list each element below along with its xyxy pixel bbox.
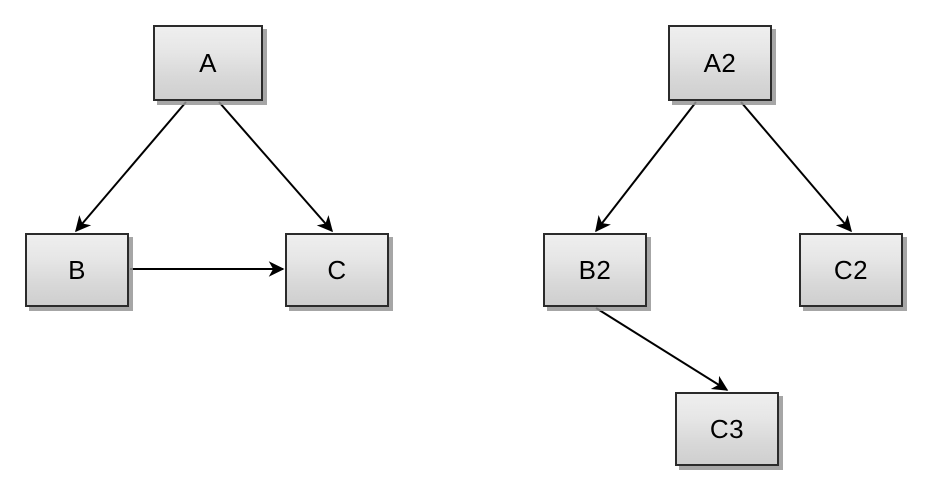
edge-a2-to-b2 — [595, 101, 697, 233]
node-label-a: A — [199, 48, 217, 78]
node-label-a2: A2 — [703, 48, 737, 78]
edge-a2-to-c2 — [740, 101, 852, 233]
node-a2[interactable]: A2 — [668, 25, 772, 101]
node-label-c3: C3 — [709, 414, 745, 444]
edge-b2-to-c3 — [595, 307, 729, 391]
edge-a-to-c — [218, 101, 333, 233]
node-a[interactable]: A — [153, 25, 263, 101]
node-b[interactable]: B — [25, 233, 129, 307]
node-label-c2: C2 — [833, 255, 869, 285]
node-c3[interactable]: C3 — [675, 392, 779, 466]
node-b2[interactable]: B2 — [543, 233, 647, 307]
node-label-b: B — [68, 255, 86, 285]
node-c[interactable]: C — [285, 233, 389, 307]
node-label-b2: B2 — [578, 255, 612, 285]
node-label-c: C — [327, 255, 347, 285]
node-c2[interactable]: C2 — [799, 233, 903, 307]
edge-a-to-b — [75, 101, 187, 233]
